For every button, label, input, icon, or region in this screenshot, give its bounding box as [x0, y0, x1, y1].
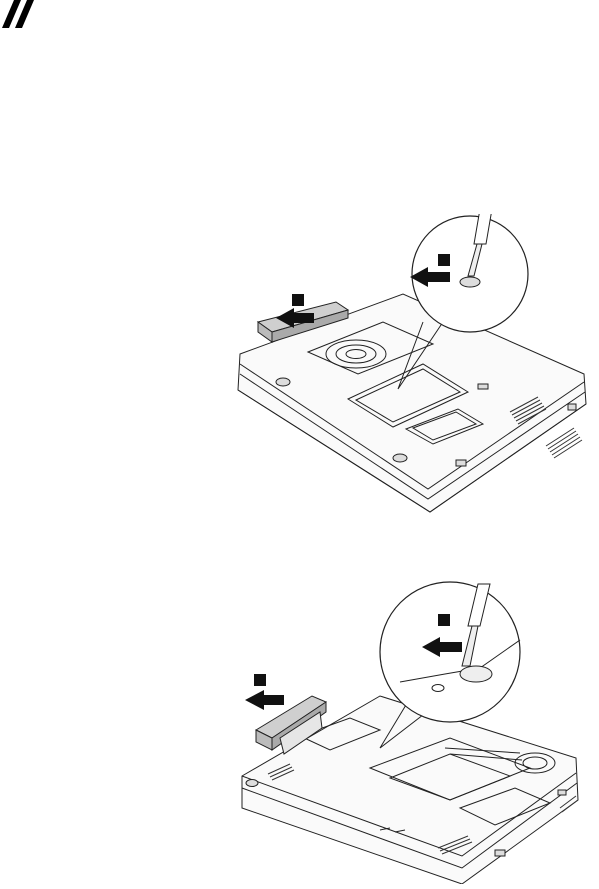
step-2-arrow [245, 674, 284, 710]
double-slash-logo-icon [0, 0, 40, 30]
figure-optical-drive-removal-top [228, 214, 599, 514]
figure-optical-drive-removal-bottom [240, 578, 599, 884]
